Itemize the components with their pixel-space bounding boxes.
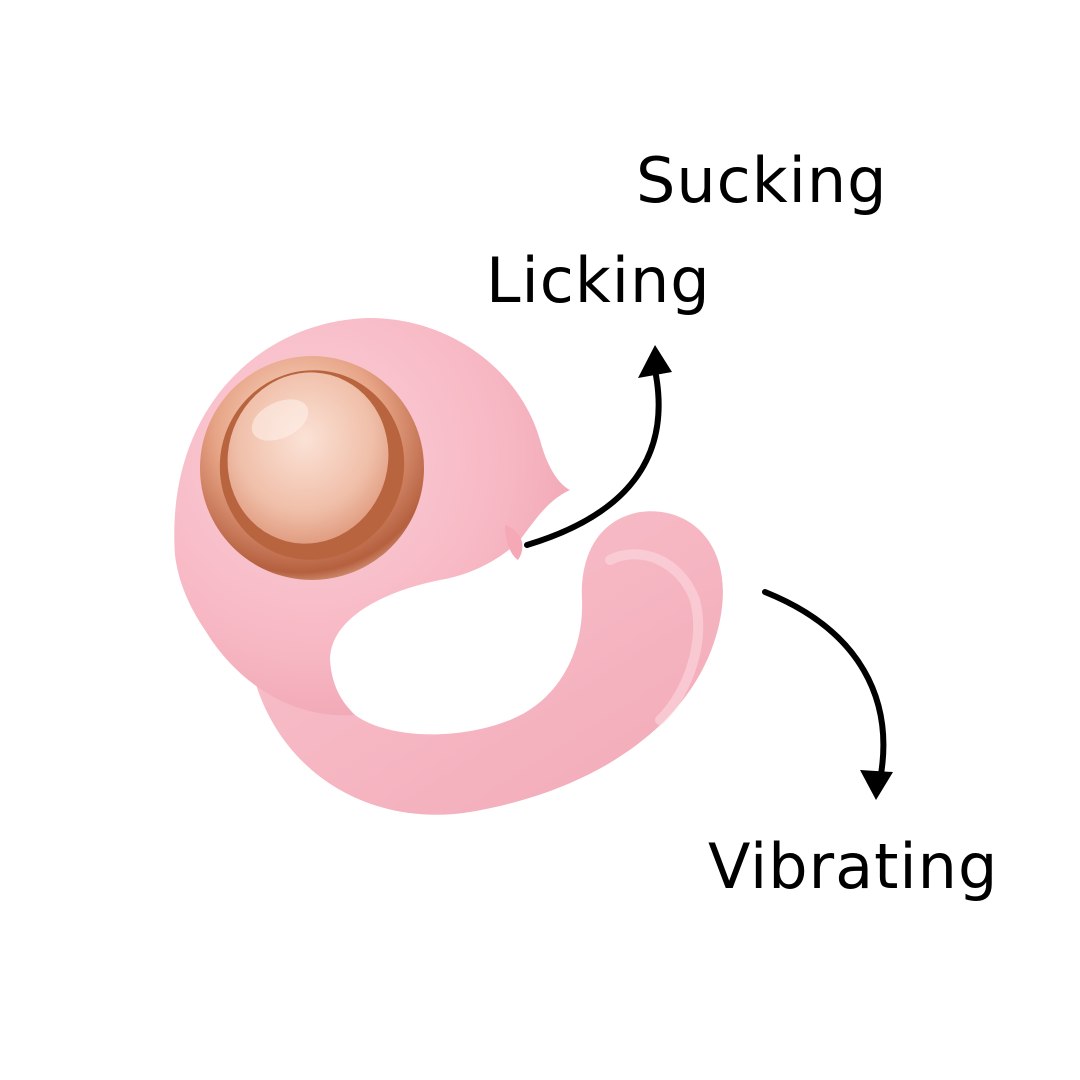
licking-tongue (505, 525, 523, 560)
button-glint (251, 399, 309, 441)
arm-highlight (605, 549, 703, 725)
label-licking: Licking (486, 244, 711, 317)
label-sucking: Sucking (636, 144, 888, 217)
label-vibrating: Vibrating (708, 830, 999, 903)
